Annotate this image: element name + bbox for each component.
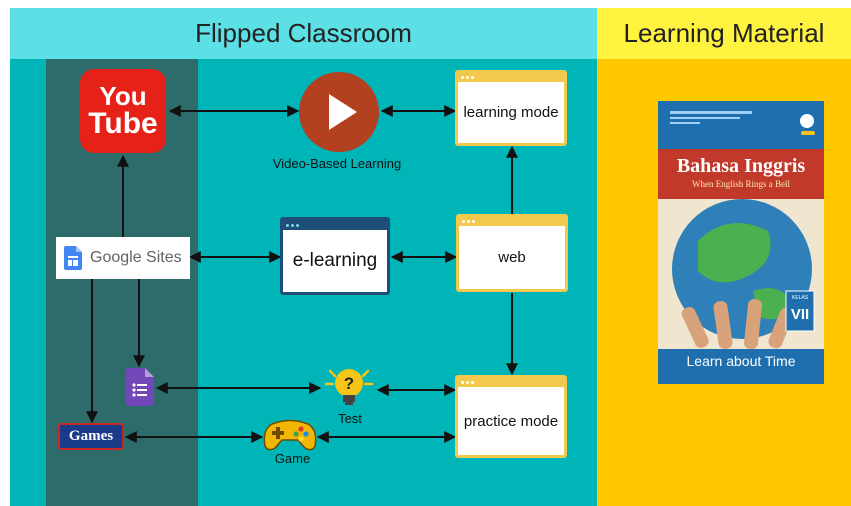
elearning-label: e-learning: [292, 250, 378, 271]
flipped-classroom-title: Flipped Classroom: [195, 18, 412, 48]
practice-mode-label: practice mode: [463, 412, 559, 430]
book-cover-art: [658, 101, 824, 384]
game-caption: Game: [274, 451, 311, 466]
gamepad-icon: [263, 419, 317, 451]
book-title: Bahasa Inggris: [676, 155, 806, 177]
book-grade: VII: [790, 306, 810, 323]
learning-mode-window: learning mode: [455, 70, 567, 146]
book-caption: Learn about Time: [686, 353, 796, 369]
youtube-you-text: You: [99, 81, 147, 111]
book-subtitle: When English Rings a Bell: [692, 179, 790, 189]
youtube-logo: You Tube: [80, 69, 166, 153]
google-sites-label: Google Sites: [90, 249, 182, 266]
test-caption: Test: [338, 411, 362, 426]
learning-mode-label: learning mode: [463, 104, 559, 121]
book-kelas: KELAS: [791, 295, 809, 301]
video-based-learning-caption: Video-Based Learning: [272, 156, 402, 171]
games-logo-text: Games: [68, 428, 114, 444]
learning-material-header: Learning Material: [597, 8, 851, 59]
book-cover: Bahasa Inggris When English Rings a Bell…: [658, 101, 824, 384]
games-logo: Games: [58, 423, 124, 450]
web-window: web: [456, 214, 568, 292]
practice-mode-window: practice mode: [455, 375, 567, 458]
google-sites-logo: Google Sites: [56, 237, 190, 279]
google-sites-icon: [64, 246, 82, 270]
svg-text:?: ?: [344, 374, 354, 393]
lightbulb-question-icon: ?: [324, 369, 374, 405]
youtube-tube-text: Tube: [88, 107, 158, 140]
play-icon: [299, 72, 379, 152]
elearning-window: e-learning: [280, 217, 390, 295]
google-forms-icon: [126, 368, 154, 406]
web-label: web: [498, 249, 526, 266]
learning-material-title: Learning Material: [623, 18, 825, 48]
flipped-classroom-header: Flipped Classroom: [10, 8, 597, 59]
